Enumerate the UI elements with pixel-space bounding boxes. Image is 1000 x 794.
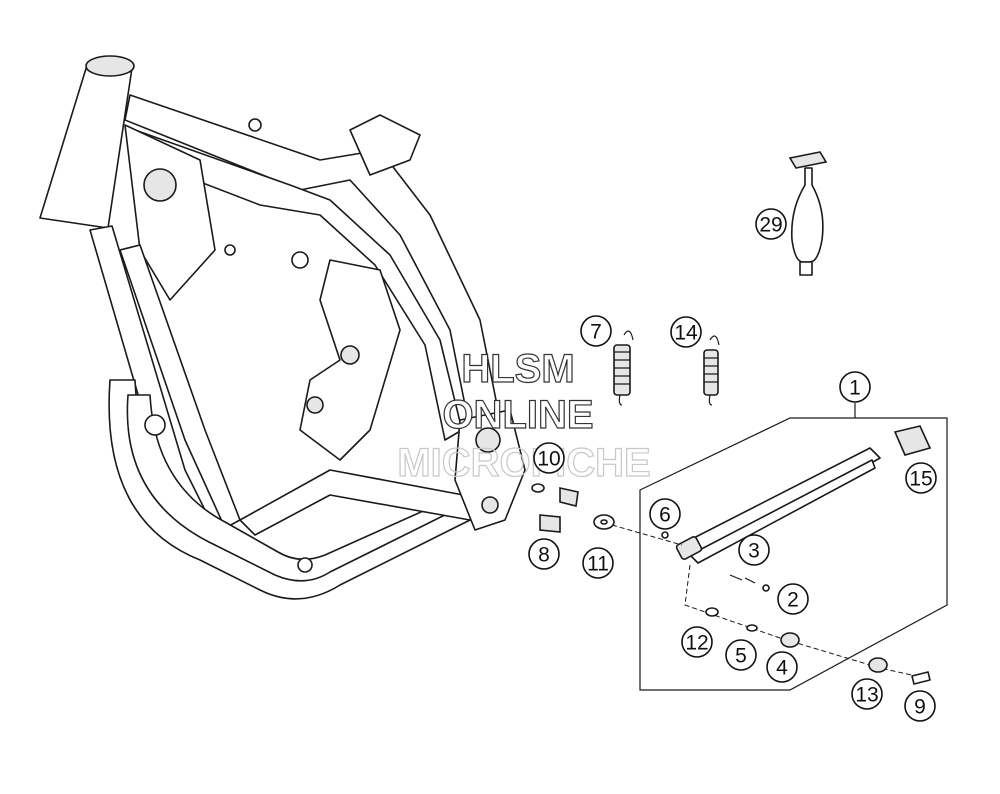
callout-29[interactable]: 29 (755, 208, 787, 240)
spring-part-14 (703, 335, 720, 406)
callout-label: 4 (776, 657, 788, 680)
watermark-line-1: HLSM (461, 347, 574, 391)
callout-label: 14 (674, 322, 698, 345)
callout-label: 11 (587, 553, 609, 576)
callout-12[interactable]: 12 (681, 626, 713, 658)
callout-label: 13 (855, 684, 878, 707)
bolt-part-10 (531, 483, 579, 507)
motorcycle-frame (39, 55, 526, 600)
callout-3[interactable]: 3 (738, 534, 770, 566)
callout-6[interactable]: 6 (649, 498, 681, 530)
callout-1[interactable]: 1 (839, 371, 871, 403)
callout-label: 8 (538, 544, 550, 567)
callout-4[interactable]: 4 (766, 651, 798, 683)
watermark: HLSM ONLINE MICROFICHE (397, 346, 652, 485)
callout-label: 12 (685, 632, 708, 655)
callout-8[interactable]: 8 (528, 538, 560, 570)
callout-label: 3 (748, 540, 760, 563)
callout-13[interactable]: 13 (851, 678, 883, 710)
tool-part-29 (788, 151, 828, 276)
side-stand-assembly (611, 417, 948, 691)
spring-part-7 (613, 330, 634, 406)
watermark-line-2: ONLINE (442, 393, 593, 437)
callout-label: 7 (590, 321, 602, 344)
callout-label: 10 (537, 448, 560, 471)
watermark-line-3: MICROFICHE (397, 441, 650, 485)
washer-part-11 (593, 514, 615, 530)
callout-10[interactable]: 10 (533, 442, 565, 474)
callout-7[interactable]: 7 (580, 315, 612, 347)
callout-label: 5 (735, 645, 747, 668)
callout-11[interactable]: 11 (582, 547, 614, 579)
callout-15[interactable]: 15 (905, 462, 937, 494)
callout-label: 6 (659, 504, 671, 527)
callout-14[interactable]: 14 (670, 316, 702, 348)
callout-label: 1 (849, 377, 861, 400)
callout-label: 9 (914, 696, 926, 719)
callout-5[interactable]: 5 (725, 639, 757, 671)
callout-2[interactable]: 2 (777, 583, 809, 615)
callout-label: 29 (759, 214, 782, 237)
callout-label: 15 (909, 468, 932, 491)
bolt-part-8 (539, 514, 561, 533)
callout-label: 2 (787, 589, 799, 612)
callout-9[interactable]: 9 (904, 690, 936, 722)
